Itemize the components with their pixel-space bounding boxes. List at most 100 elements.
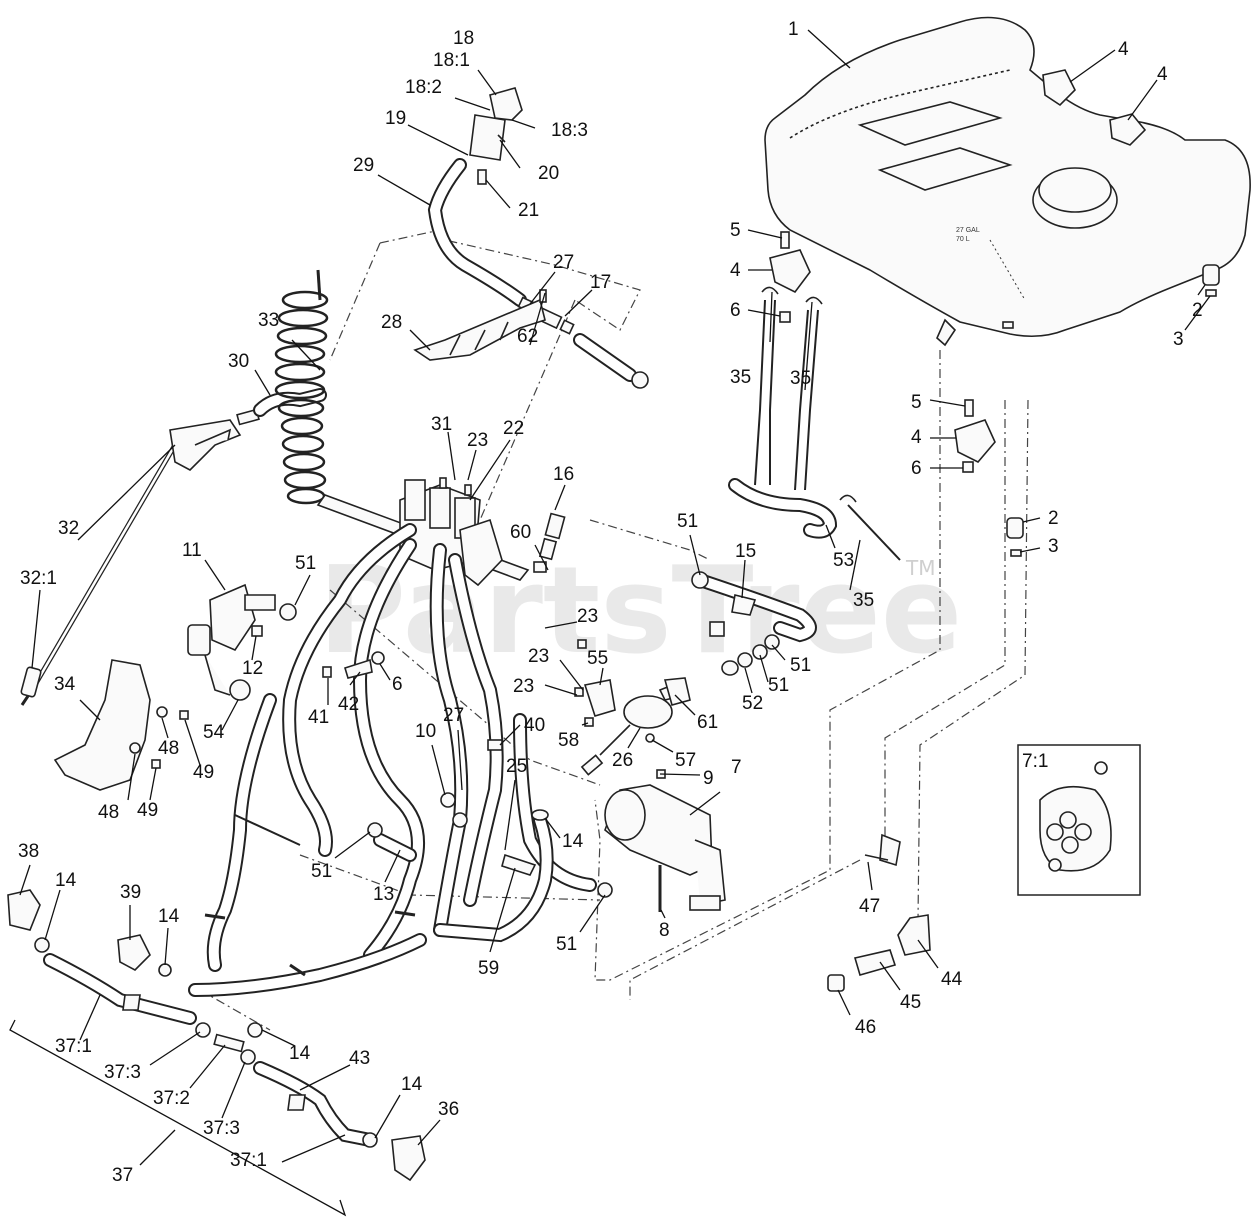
callout: 27 — [553, 252, 574, 273]
callout: 8 — [659, 920, 670, 941]
pressure-gauge-fitting — [533, 512, 566, 573]
callout: 3 — [1048, 536, 1059, 557]
callout: 23 — [577, 606, 598, 627]
callout: 7 — [731, 757, 742, 778]
hose-clamp-42 — [322, 651, 385, 679]
fitting-54 — [229, 679, 251, 701]
callout: 51 — [790, 655, 811, 676]
hose-hangers-35 — [754, 286, 901, 561]
callout: 23 — [467, 430, 488, 451]
callout: 37:3 — [104, 1062, 141, 1083]
callout: 55 — [587, 648, 608, 669]
tank-volume-marking: 27 GAL 70 L — [956, 227, 1026, 301]
tank-bracket-left — [769, 231, 811, 323]
callout: 61 — [697, 712, 718, 733]
callout: 38 — [18, 841, 39, 862]
coiled-hose — [253, 269, 329, 505]
callout: 33 — [258, 310, 279, 331]
callout: 14 — [401, 1074, 423, 1095]
tank-bracket-top-1 — [1042, 69, 1076, 107]
leader-lines — [19, 29, 1211, 1166]
callout: 57 — [675, 750, 696, 771]
callout: 32 — [58, 518, 79, 539]
callout: 44 — [941, 969, 963, 990]
callout: 37:3 — [203, 1118, 240, 1139]
callout: 18:2 — [405, 77, 442, 98]
callout: 48 — [158, 738, 179, 759]
svg-text:70 L: 70 L — [956, 236, 970, 243]
callout: 14 — [289, 1043, 311, 1064]
callout: 25 — [506, 756, 527, 777]
callout: 45 — [900, 992, 921, 1013]
callout: 9 — [703, 768, 714, 789]
callout-labels: 1 4 4 5 4 6 2 3 5 4 6 2 3 18 18:1 18:2 1… — [18, 19, 1203, 1186]
callout: 14 — [562, 831, 584, 852]
callout: 35 — [730, 367, 751, 388]
callout: 17 — [590, 272, 611, 293]
assembly-37-bracket — [9, 1019, 347, 1217]
callout: 12 — [242, 658, 263, 679]
callout: 53 — [833, 550, 854, 571]
callout: 51 — [677, 511, 698, 532]
callout: 51 — [768, 675, 789, 696]
callout: 1 — [788, 19, 799, 40]
callout: 43 — [349, 1048, 370, 1069]
callout: 20 — [538, 163, 559, 184]
callout: 5 — [730, 220, 741, 241]
callout: 14 — [55, 870, 77, 891]
callout: 35 — [853, 590, 874, 611]
pump-motor — [604, 769, 726, 912]
callout: 16 — [553, 464, 574, 485]
pressure-regulator — [574, 639, 687, 776]
spray-gun-tip — [20, 666, 42, 706]
callout: 39 — [120, 882, 141, 903]
callout: 2 — [1048, 508, 1059, 529]
callout: 22 — [503, 418, 524, 439]
callout: 5 — [911, 392, 922, 413]
callout: 18:1 — [433, 50, 470, 71]
callout: 37:1 — [55, 1036, 92, 1057]
callout: 4 — [1118, 39, 1129, 60]
callout: 19 — [385, 108, 406, 129]
callout: 6 — [392, 674, 403, 695]
callout: 14 — [158, 906, 180, 927]
callout: 47 — [859, 896, 880, 917]
callout: 23 — [513, 676, 534, 697]
callout: 18:3 — [551, 120, 588, 141]
inset-label: 7:1 — [1022, 751, 1048, 772]
watermark: PartsTree — [318, 542, 962, 681]
callout: 4 — [730, 260, 741, 281]
callout: 4 — [911, 427, 922, 448]
nozzle-38 — [7, 889, 50, 953]
lower-hose-assembly — [43, 953, 378, 1148]
tank-bracket-right — [954, 399, 996, 473]
elbow-fittings-10 — [440, 792, 468, 828]
callout: 31 — [431, 414, 452, 435]
nozzle-39 — [117, 934, 172, 977]
spray-gun — [29, 408, 260, 692]
callout: 36 — [438, 1099, 459, 1120]
callout: 54 — [203, 722, 225, 743]
callout: 26 — [612, 750, 633, 771]
callout: 2 — [1192, 300, 1203, 321]
callout: 60 — [510, 522, 531, 543]
handle-grip — [53, 659, 151, 791]
callout: 4 — [1157, 64, 1168, 85]
nozzle-36 — [391, 1135, 426, 1182]
callout: 10 — [415, 721, 436, 742]
tank-bumper-2 — [1006, 517, 1024, 557]
fittings-51-52 — [691, 571, 780, 676]
callout: 35 — [790, 368, 811, 389]
fitting-14-upper — [531, 809, 549, 821]
callout: 28 — [381, 312, 402, 333]
callout: 41 — [308, 707, 329, 728]
fitting-12 — [251, 625, 263, 637]
short-hose-segment — [573, 333, 649, 389]
callout: 51 — [556, 934, 577, 955]
callout: 51 — [295, 553, 316, 574]
callout: 6 — [730, 300, 741, 321]
suction-hose — [693, 573, 817, 643]
reel-hose — [427, 158, 527, 307]
callout: 29 — [353, 155, 374, 176]
